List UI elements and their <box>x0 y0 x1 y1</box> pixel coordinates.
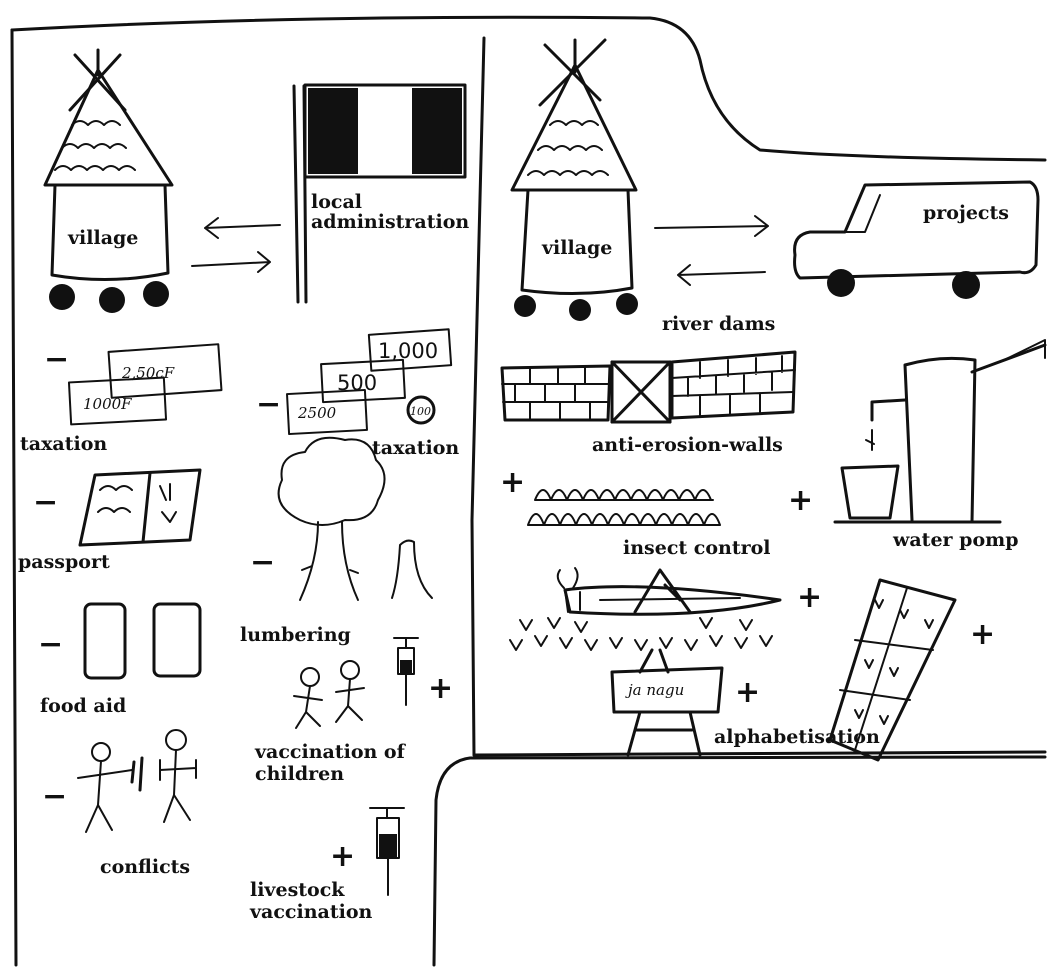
left-panel-bottom-border <box>434 757 1045 965</box>
lumbering-minus-sign: − <box>250 548 275 578</box>
livestock-label-line1: livestock <box>250 880 344 901</box>
livestock-plus-sign: + <box>330 842 355 872</box>
insect-plus-sign: + <box>500 468 525 498</box>
tax2-coin: 100 <box>410 405 431 418</box>
tax2-note-1000: 1,000 <box>378 339 438 363</box>
conflicts-drawing <box>78 730 196 832</box>
left-panel-left-edge <box>12 30 16 965</box>
water-pump-drawing <box>835 340 1045 522</box>
projects-van <box>795 182 1038 299</box>
food-aid-cans <box>85 604 200 678</box>
right-arrows <box>655 216 768 285</box>
grasshopper-drawing <box>510 568 780 650</box>
vacc-children-plus-sign: + <box>428 674 453 704</box>
conflicts-minus-sign: − <box>42 782 67 812</box>
left-arrows <box>192 218 280 272</box>
chalkboard-text: ja nagu <box>625 681 684 699</box>
alphabetisation-plus-sign: + <box>735 678 760 708</box>
passport-drawing <box>80 470 200 545</box>
livestock-label-line2: vaccination <box>250 902 372 923</box>
tax2-note-2500: 2500 <box>297 404 337 422</box>
chalkboard-drawing: ja nagu <box>612 650 722 755</box>
right-panel-bottom-border <box>474 752 1045 755</box>
tax1-minus-sign: − <box>44 345 69 375</box>
anti-erosion-walls-label: anti-erosion-walls <box>592 435 783 456</box>
tax2-label: taxation <box>372 438 459 459</box>
panel-divider <box>472 38 484 755</box>
tree-drawing <box>279 438 432 600</box>
field-map-plus-sign: + <box>970 620 995 650</box>
livestock-syringe <box>370 808 404 895</box>
alphabetisation-label: alphabetisation <box>714 727 880 748</box>
children-syringe <box>394 638 418 705</box>
water-pump-plus-sign: + <box>788 486 813 516</box>
passport-minus-sign: − <box>33 488 58 518</box>
left-panel-border <box>12 17 1045 160</box>
passport-label: passport <box>18 552 110 573</box>
left-village-label: village <box>68 228 138 249</box>
grasshopper-plus-sign: + <box>797 583 822 613</box>
vacc-children-label-line2: children <box>255 764 344 785</box>
tax2-notes: 2500 500 1,000 100 <box>287 329 451 434</box>
vacc-children-label-line1: vaccination of <box>255 742 405 763</box>
food-aid-label: food aid <box>40 696 126 717</box>
admin-label-line1: local <box>311 192 362 213</box>
tax1-note1: 2,50cF <box>121 364 175 382</box>
insect-control-label: insect control <box>623 538 771 559</box>
lumbering-label: lumbering <box>240 625 351 646</box>
projects-label: projects <box>923 203 1009 224</box>
children-drawing <box>294 661 364 728</box>
admin-label-line2: administration <box>311 212 469 233</box>
tax1-label: taxation <box>20 434 107 455</box>
water-pump-label: water pomp <box>893 530 1019 551</box>
tax2-note-500: 500 <box>337 371 377 395</box>
left-village-hut <box>45 50 172 313</box>
river-dams-label: river dams <box>662 314 775 335</box>
crops-drawing <box>528 490 720 525</box>
anti-erosion-walls-drawing <box>502 352 795 422</box>
food-aid-minus-sign: − <box>38 630 63 660</box>
conflicts-label: conflicts <box>100 857 190 878</box>
right-village-hut <box>512 40 638 321</box>
tax1-notes: 1000F 2,50cF <box>69 344 222 424</box>
right-village-label: village <box>542 238 612 259</box>
tax2-minus-sign: − <box>256 390 281 420</box>
